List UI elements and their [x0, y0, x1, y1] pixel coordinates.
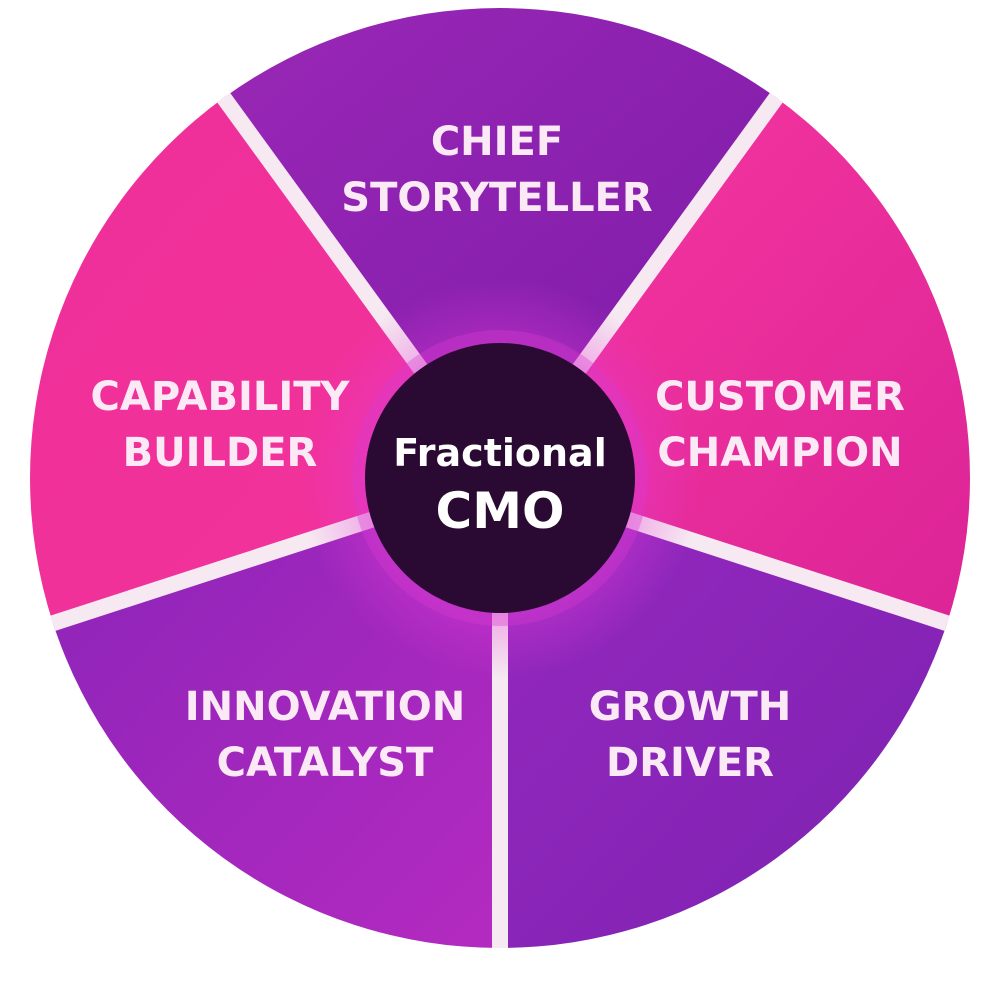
segment-chief-storyteller: [223, 8, 777, 479]
segment-label-line: GROWTH: [589, 684, 792, 730]
segment-label-capability-builder: CAPABILITY BUILDER: [91, 374, 351, 476]
segment-label-line: CHIEF: [431, 119, 563, 165]
segment-label-line: CATALYST: [217, 740, 434, 786]
center-hub: [365, 343, 635, 613]
segment-label-line: CAPABILITY: [91, 374, 351, 420]
segment-label-line: BUILDER: [123, 430, 318, 476]
segment-label-line: STORYTELLER: [341, 175, 652, 221]
segment-label-line: INNOVATION: [185, 684, 466, 730]
segment-label-growth-driver: GROWTH DRIVER: [589, 684, 792, 786]
segment-label-line: CUSTOMER: [655, 374, 905, 420]
segment-label-chief-storyteller: CHIEF STORYTELLER: [341, 119, 652, 221]
segment-label-customer-champion: CUSTOMER CHAMPION: [655, 374, 905, 476]
segment-label-line: CHAMPION: [657, 430, 902, 476]
center-label-line1: Fractional: [393, 431, 606, 475]
segment-label-innovation-catalyst: INNOVATION CATALYST: [185, 684, 466, 786]
center-label-line2: CMO: [436, 482, 565, 540]
segment-label-line: DRIVER: [606, 740, 774, 786]
